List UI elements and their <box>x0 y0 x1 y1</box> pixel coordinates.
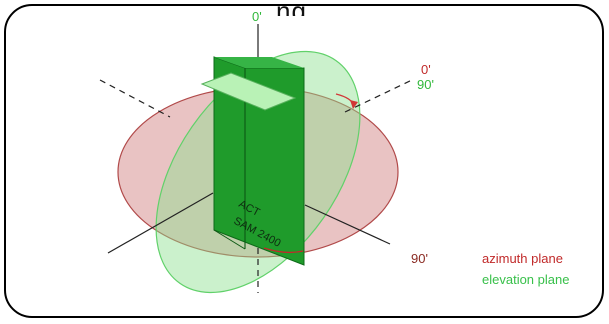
antenna-board-edge-bottom <box>213 229 246 250</box>
antenna-top-element <box>200 72 297 111</box>
azimuth-plane-legend: azimuth plane <box>482 251 563 266</box>
elevation-arrow-head <box>350 100 358 109</box>
top-zero-label: 0' <box>252 9 262 24</box>
right-zero-label: 0' <box>421 62 431 77</box>
bottom-ninety-label: 90' <box>411 251 428 266</box>
diag-axis-2-solid <box>107 192 214 254</box>
diag-axis-1-solid <box>304 204 391 245</box>
right-ninety-label: 90' <box>417 77 434 92</box>
diag-axis-1-dashed <box>99 79 171 118</box>
top-partial-heading: ng <box>276 6 346 16</box>
antenna-board-top <box>214 57 304 68</box>
elevation-plane-legend: elevation plane <box>482 272 570 287</box>
diag-axis-2-dashed <box>344 79 413 113</box>
azimuth-arc-arrow <box>263 247 304 254</box>
